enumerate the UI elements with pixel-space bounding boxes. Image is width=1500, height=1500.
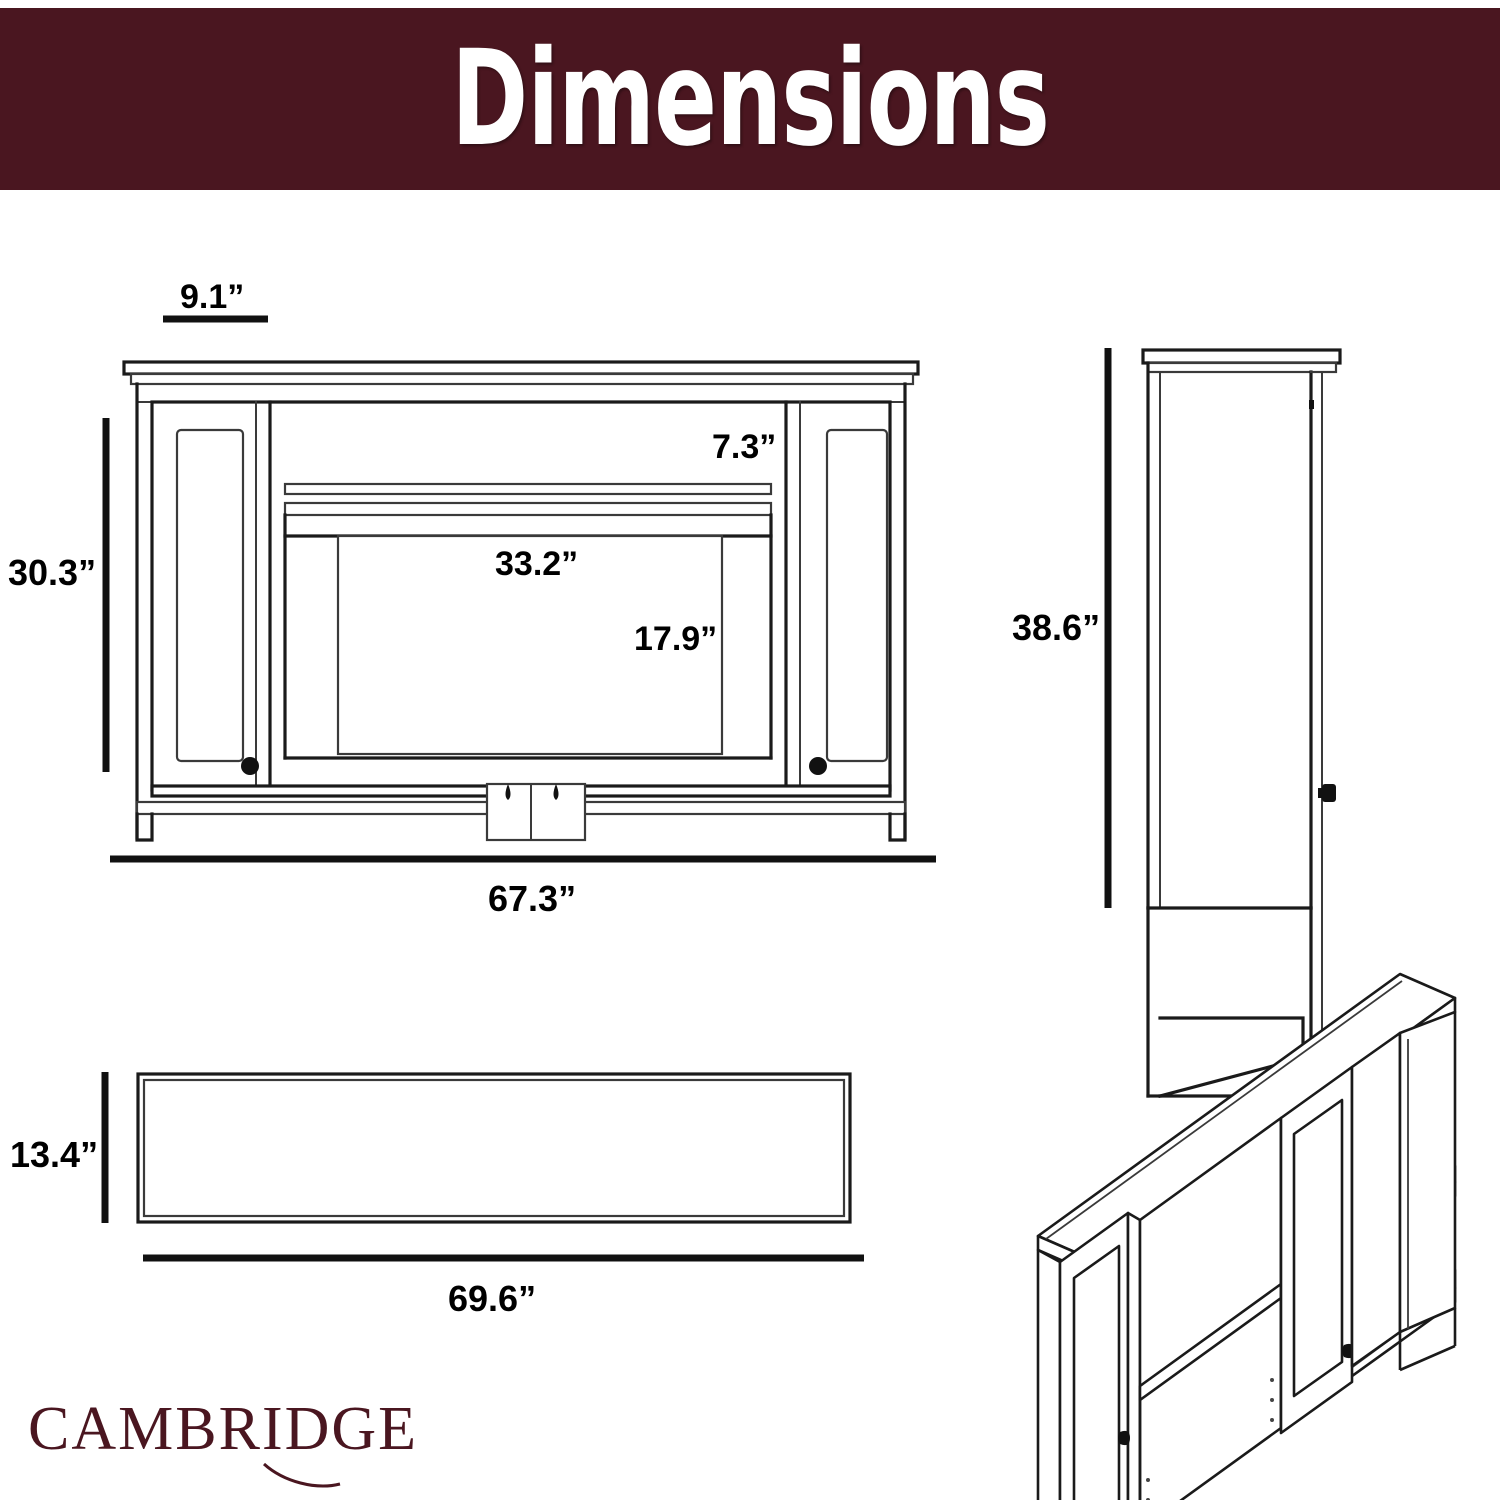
iso-right-door[interactable] (1279, 1065, 1354, 1435)
iso-left-door-knob[interactable] (1118, 1430, 1130, 1446)
dimension-drawing-area: .ln { fill:none; stroke:#1a1a1a; stroke-… (0, 190, 1500, 1500)
iso-right-side-post (1350, 1010, 1457, 1372)
front-elevation-view (102, 315, 936, 863)
dimension-label-13-4: 13.4” (10, 1134, 99, 1175)
dimension-drawing-svg: .ln { fill:none; stroke:#1a1a1a; stroke-… (101, 315, 1457, 1500)
dimension-label-67-3: 67.3” (488, 878, 577, 919)
isometric-view (1036, 972, 1457, 1500)
right-side-post (889, 382, 907, 840)
feet (135, 812, 907, 842)
center-foot-detail (485, 782, 587, 842)
right-cabinet-door[interactable] (784, 400, 892, 792)
center-open-bay (268, 400, 788, 760)
left-cabinet-door[interactable] (150, 400, 272, 792)
iso-shelf-peg-holes (1146, 1378, 1274, 1500)
side-front-door-edge[interactable] (1309, 370, 1336, 910)
side-top-cap (1141, 348, 1342, 374)
carcass-top-returns (136, 383, 906, 403)
left-side-post (135, 382, 153, 840)
top-crown-moulding (122, 360, 920, 386)
dimension-label-7-3: 7.3” (712, 428, 777, 466)
side-door-knob[interactable] (1318, 784, 1336, 802)
header-banner: Dimensions (0, 8, 1500, 190)
dimension-label-33-2: 33.2” (495, 545, 579, 583)
top-plan-inner (142, 1078, 846, 1218)
dimension-label-17-9: 17.9” (634, 620, 718, 658)
dimension-label-9-1: 9.1” (180, 278, 245, 316)
dimension-label-69-6: 69.6” (448, 1278, 537, 1319)
brand-wordmark: CAMBRIDGE (28, 1395, 419, 1463)
iso-left-door[interactable] (1058, 1211, 1142, 1500)
iso-left-side-panel (1036, 1248, 1062, 1500)
right-door-knob[interactable] (809, 757, 827, 775)
side-elevation-view (1104, 348, 1342, 1098)
page-title: Dimensions (451, 22, 1050, 176)
left-door-knob[interactable] (241, 757, 259, 775)
dimension-label-38-6: 38.6” (1012, 607, 1101, 648)
dimension-label-30-3: 30.3” (8, 552, 97, 593)
brand-logo: CAMBRIDGE (28, 1398, 458, 1488)
side-back-panel (1146, 361, 1161, 910)
top-plan-view (101, 1072, 864, 1262)
